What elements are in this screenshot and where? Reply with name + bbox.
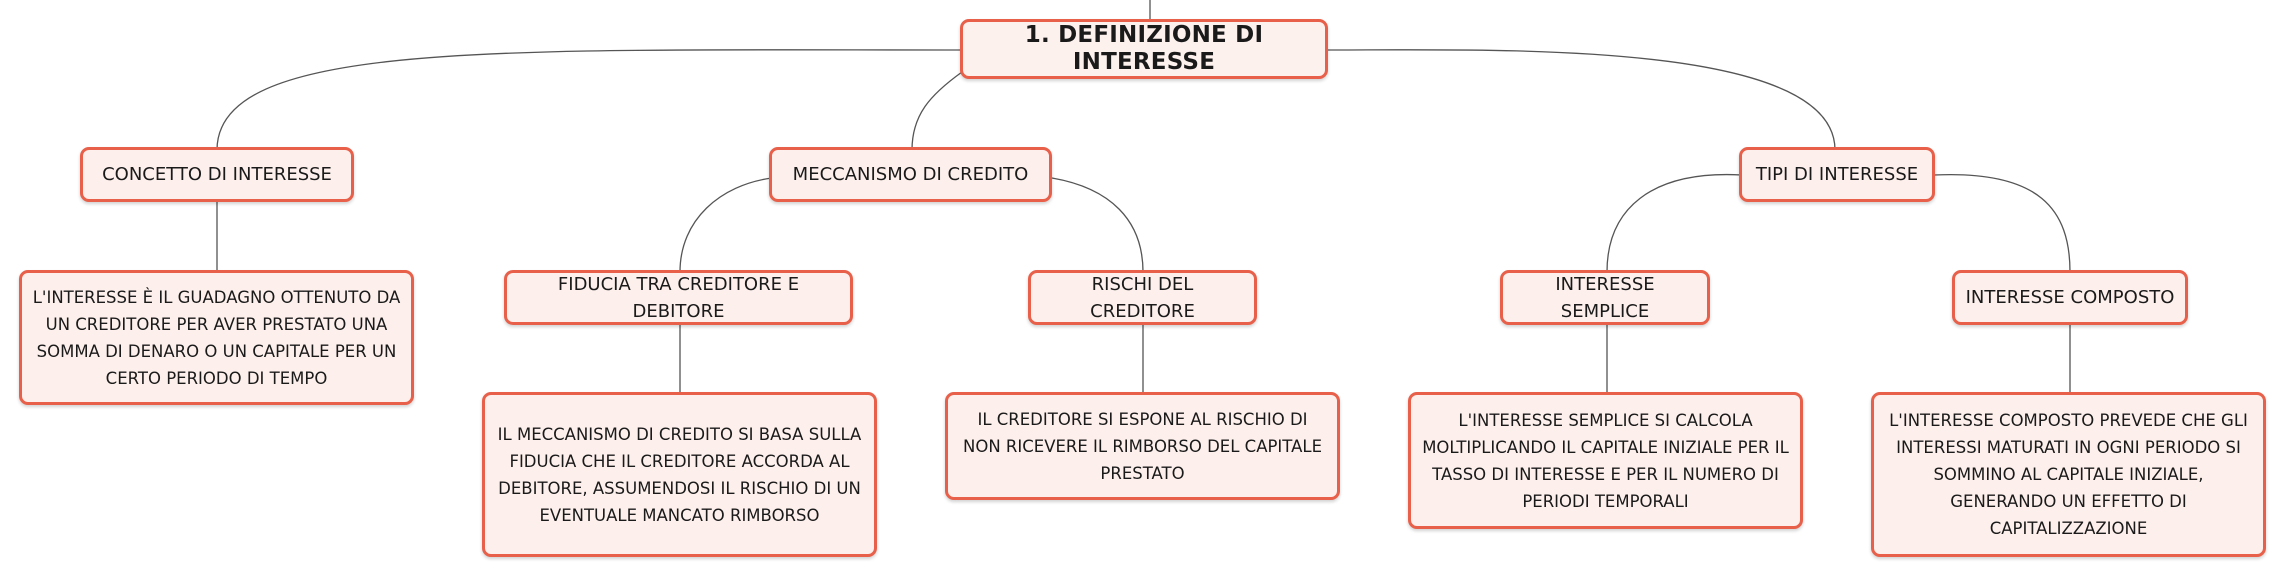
topic-label: CONCETTO DI INTERESSE bbox=[102, 164, 332, 185]
connector-root-tipi bbox=[1327, 49, 1836, 151]
detail-text: IL MECCANISMO DI CREDITO SI BASA SULLA F… bbox=[497, 424, 862, 525]
topic-label: MECCANISMO DI CREDITO bbox=[792, 164, 1029, 185]
detail-text: L'INTERESSE COMPOSTO PREVEDE CHE GLI INT… bbox=[1889, 411, 2248, 538]
detail-rischi-del-creditore[interactable]: IL CREDITORE SI ESPONE AL RISCHIO DI NON… bbox=[945, 392, 1340, 500]
detail-interesse-semplice[interactable]: L'INTERESSE SEMPLICE SI CALCOLA MOLTIPLI… bbox=[1408, 392, 1803, 529]
topic-label: INTERESSE SEMPLICE bbox=[1555, 273, 1655, 322]
topic-label: INTERESSE COMPOSTO bbox=[1965, 287, 2175, 308]
topic-label: TIPI DI INTERESSE bbox=[1755, 164, 1919, 185]
topic-interesse-composto[interactable]: INTERESSE COMPOSTO bbox=[1952, 270, 2188, 325]
topic-label: FIDUCIA TRA CREDITORE E DEBITORE bbox=[557, 273, 800, 322]
detail-interesse-composto[interactable]: L'INTERESSE COMPOSTO PREVEDE CHE GLI INT… bbox=[1871, 392, 2266, 557]
detail-text: IL CREDITORE SI ESPONE AL RISCHIO DI NON… bbox=[963, 409, 1322, 483]
connector-meccanismo-fiducia bbox=[679, 177, 773, 273]
topic-meccanismo-di-credito[interactable]: MECCANISMO DI CREDITO bbox=[769, 147, 1052, 202]
detail-concetto-di-interesse[interactable]: L'INTERESSE È IL GUADAGNO OTTENUTO DA UN… bbox=[19, 270, 414, 405]
root-topic-label: 1. DEFINIZIONE DI INTERESSE bbox=[1024, 22, 1264, 75]
detail-fiducia-tra-creditore-e-debitore[interactable]: IL MECCANISMO DI CREDITO SI BASA SULLA F… bbox=[482, 392, 877, 557]
root-topic[interactable]: 1. DEFINIZIONE DI INTERESSE bbox=[960, 19, 1328, 79]
connector-root-concetto bbox=[216, 49, 963, 151]
connector-meccanismo-rischi bbox=[1051, 177, 1144, 273]
detail-text: L'INTERESSE È IL GUADAGNO OTTENUTO DA UN… bbox=[32, 287, 401, 388]
topic-fiducia-tra-creditore-e-debitore[interactable]: FIDUCIA TRA CREDITORE E DEBITORE bbox=[504, 270, 853, 325]
connector-tipi-semplice bbox=[1606, 173, 1743, 273]
topic-rischi-del-creditore[interactable]: RISCHI DEL CREDITORE bbox=[1028, 270, 1257, 325]
topic-label: RISCHI DEL CREDITORE bbox=[1090, 273, 1195, 322]
connector-tipi-composto bbox=[1933, 173, 2071, 273]
connector-root-meccanismo bbox=[911, 71, 963, 151]
topic-concetto-di-interesse[interactable]: CONCETTO DI INTERESSE bbox=[80, 147, 354, 202]
detail-text: L'INTERESSE SEMPLICE SI CALCOLA MOLTIPLI… bbox=[1422, 410, 1789, 511]
topic-tipi-di-interesse[interactable]: TIPI DI INTERESSE bbox=[1739, 147, 1935, 202]
topic-interesse-semplice[interactable]: INTERESSE SEMPLICE bbox=[1500, 270, 1710, 325]
